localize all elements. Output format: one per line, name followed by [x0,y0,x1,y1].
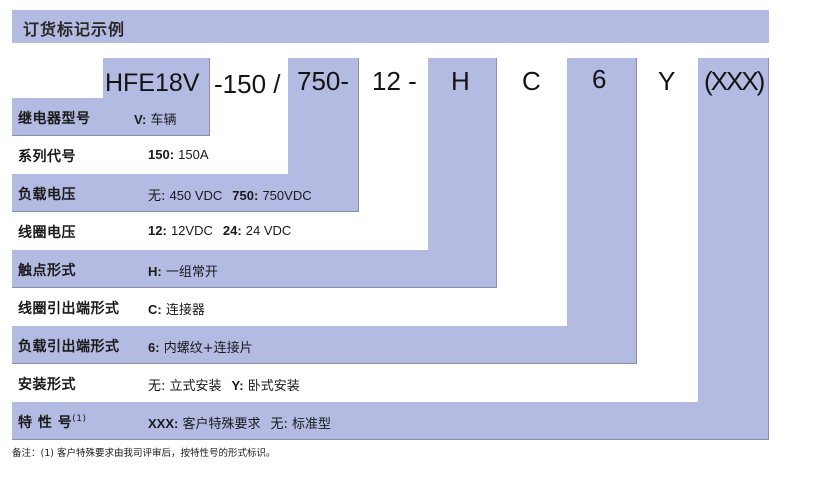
footnote-marker: (1) [72,414,87,424]
code-terminal-coil: C [522,66,541,96]
option-code: 150: [148,147,175,162]
row-label: 触点形式 [18,263,76,279]
option-code: 无: [270,417,288,432]
footnote: 备注：(1) 客户特殊要求由我司评审后，按特性号的形式标识。 [12,448,276,459]
row-band-9 [12,402,769,440]
code-contact: H [451,66,470,96]
option-code: H: [148,264,162,279]
code-coil: 12 - [372,66,417,96]
row-label: 负载电压 [18,187,76,203]
option-text: 24 VDC [245,223,292,238]
option-code: XXX: [148,416,179,431]
row-label: 系列代号 [18,149,76,165]
option-code: 无: [148,189,166,204]
row-band-5 [12,250,497,288]
block-terminal-load [567,58,637,364]
row-label: 继电器型号 [18,111,91,127]
code-install: Y [658,66,676,96]
option-code: 750: [232,188,259,203]
option-text: 450 VDC [169,188,223,203]
row-label: 安装形式 [18,377,76,393]
option-code: V: [134,112,147,127]
option-text: 车辆 [150,113,177,128]
code-current: -150 / [214,69,281,99]
option-code: C: [148,302,162,317]
row-label: 特 性 号 [18,415,73,431]
option-text: 750VDC [262,188,312,203]
option-text: 一组常开 [165,265,218,280]
code-series: HFE18V [105,69,200,97]
option-text: 卧式安装 [247,379,300,394]
option-code: 24: [222,223,242,238]
block-contact [428,58,497,288]
row-band-3 [12,174,359,212]
row-label: 线圈电压 [18,225,76,241]
page-title: 订货标记示例 [23,20,126,39]
option-text: 内螺纹+连接片 [163,341,253,356]
row-label: 线圈引出端形式 [18,301,120,317]
code-special: (XXX) [704,66,765,96]
code-voltage: 750- [297,66,350,96]
row-label: 负载引出端形式 [18,339,120,355]
option-text: 12VDC [170,223,213,238]
option-code: 12: [148,223,167,238]
row-band-7 [12,326,637,364]
option-code: 6: [148,340,160,355]
option-text: 标准型 [292,417,332,432]
code-terminal-load: 6 [592,64,607,94]
option-text: 150A [178,147,209,162]
block-special [698,58,769,440]
option-text: 连接器 [165,303,205,318]
title-bar: 订货标记示例 [12,10,769,43]
option-code: 无: [148,379,166,394]
row-band-1 [12,98,210,136]
option-text: 立式安装 [169,379,222,394]
option-text: 客户特殊要求 [182,417,261,432]
option-code: Y: [231,378,244,393]
